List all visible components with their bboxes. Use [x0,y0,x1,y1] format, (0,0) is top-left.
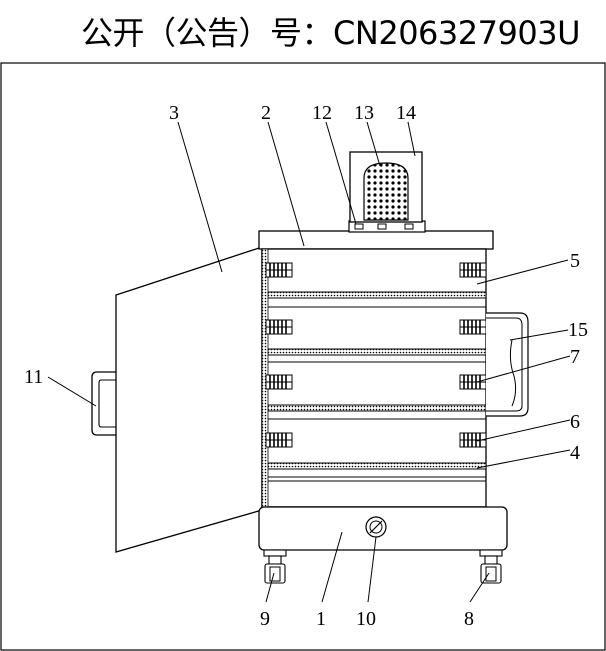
callout-5: 5 [570,250,580,272]
door-handle [91,371,116,436]
shelf-4 [261,462,487,470]
callout-4: 4 [570,442,580,464]
callout-7: 7 [570,346,580,368]
shelf-2 [261,348,487,356]
callout-6: 6 [570,411,580,433]
drawing-border [0,62,606,651]
callout-3: 3 [169,102,179,124]
callout-12: 12 [312,102,332,124]
callout-13: 13 [354,102,374,124]
shelf-1 [261,291,487,299]
callout-labels: 1 2 3 4 5 6 7 8 9 10 11 12 13 14 15 [24,102,588,630]
callout-15: 15 [568,319,588,341]
publication-number-title: 公开（公告）号：CN206327903U [81,14,580,52]
callout-14: 14 [396,102,416,124]
caster-left [263,549,287,584]
callout-10: 10 [356,608,376,630]
leader-lines [47,121,571,603]
caster-right [479,549,503,584]
callout-1: 1 [316,608,326,630]
callout-9: 9 [260,608,270,630]
cabinet-door [115,246,263,553]
callout-11: 11 [24,366,43,388]
callout-8: 8 [464,608,474,630]
top-cover [258,230,494,250]
shelf-3 [261,404,487,412]
callout-2: 2 [261,102,271,124]
fan-grille [363,162,409,221]
